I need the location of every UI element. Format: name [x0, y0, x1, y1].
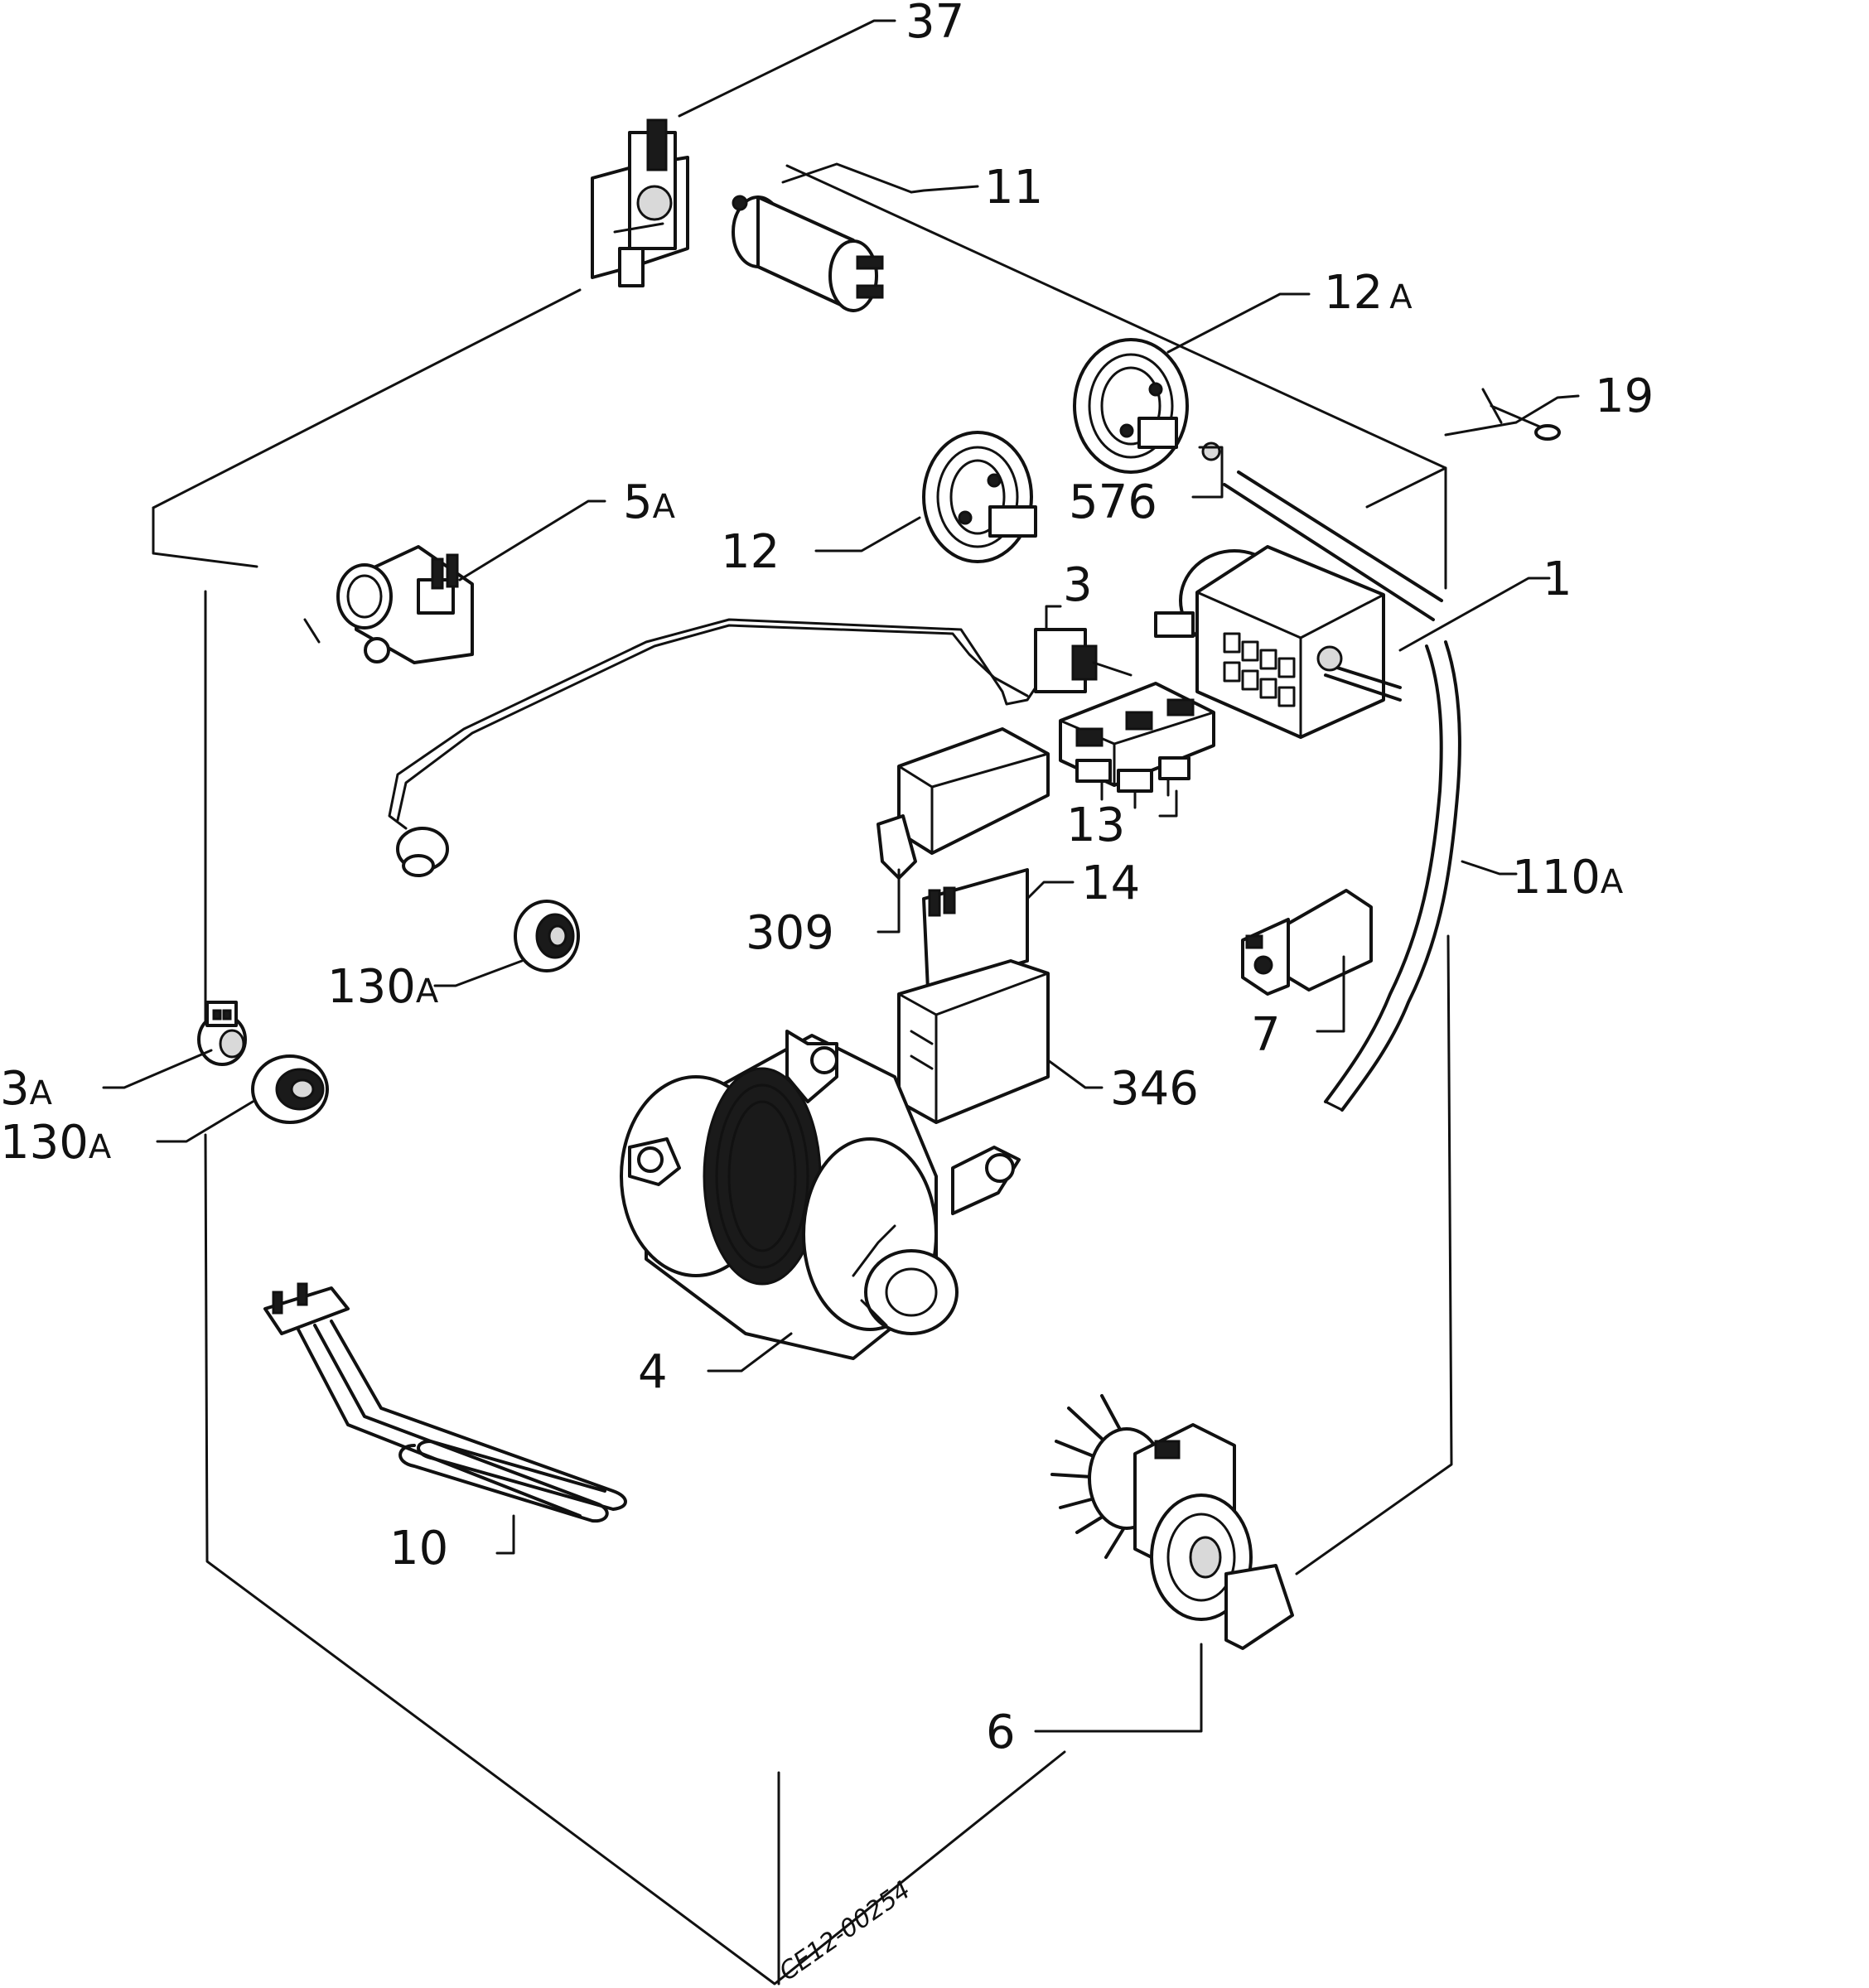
label-10: 10	[389, 1522, 448, 1575]
label-3a: 3A	[0, 1062, 53, 1116]
capacitor-part-11	[732, 195, 884, 312]
drain-hose-part-110a	[1324, 640, 1461, 1112]
hose-part-576	[1223, 470, 1443, 621]
cabinet-outline	[152, 164, 1453, 1986]
drawing-code: CE12-00254	[775, 1875, 916, 1986]
label-11: 11	[984, 161, 1043, 215]
motor-part-4	[620, 1030, 1021, 1360]
grommet-part-130a-bottom	[251, 1054, 329, 1124]
grommet-part-130a-top	[514, 900, 580, 972]
door-lock-part-37	[591, 118, 689, 287]
pressure-switch-part-12	[922, 431, 1037, 563]
timer-part-1	[1154, 545, 1402, 739]
thermostat-part-3	[388, 618, 1133, 877]
label-37: 37	[906, 0, 964, 49]
label-5a: 5A	[623, 475, 676, 529]
leader-lines	[102, 19, 1580, 1733]
label-6: 6	[986, 1706, 1016, 1759]
label-110a: 110A	[1512, 851, 1624, 905]
label-1: 1	[1543, 552, 1572, 606]
label-3: 3	[1063, 558, 1093, 612]
water-valve-part-5a	[336, 545, 474, 664]
thermostat-part-3a	[197, 1001, 247, 1066]
label-346: 346	[1110, 1062, 1199, 1116]
label-14: 14	[1081, 856, 1140, 910]
timer-grid	[1223, 632, 1296, 707]
label-19: 19	[1595, 369, 1654, 423]
cover-part-309	[877, 727, 1050, 880]
label-4: 4	[638, 1345, 668, 1399]
switch-block-part-13	[1059, 682, 1215, 809]
label-576: 576	[1069, 475, 1157, 529]
label-12: 12	[721, 525, 780, 579]
label-7: 7	[1251, 1008, 1281, 1062]
interlock-part-7	[1241, 889, 1373, 996]
label-309: 309	[746, 906, 834, 960]
clip-part-19	[1444, 388, 1561, 441]
board-part-14	[922, 868, 1029, 992]
label-130a-top: 130A	[327, 960, 439, 1014]
drain-pump-part-6	[1050, 1394, 1294, 1650]
label-13: 13	[1066, 799, 1125, 852]
tray-part-346	[897, 959, 1050, 1124]
pressure-switch-part-12a	[1073, 338, 1221, 474]
label-130a-bottom: 130A	[0, 1116, 112, 1170]
heater-part-10	[263, 1282, 627, 1523]
